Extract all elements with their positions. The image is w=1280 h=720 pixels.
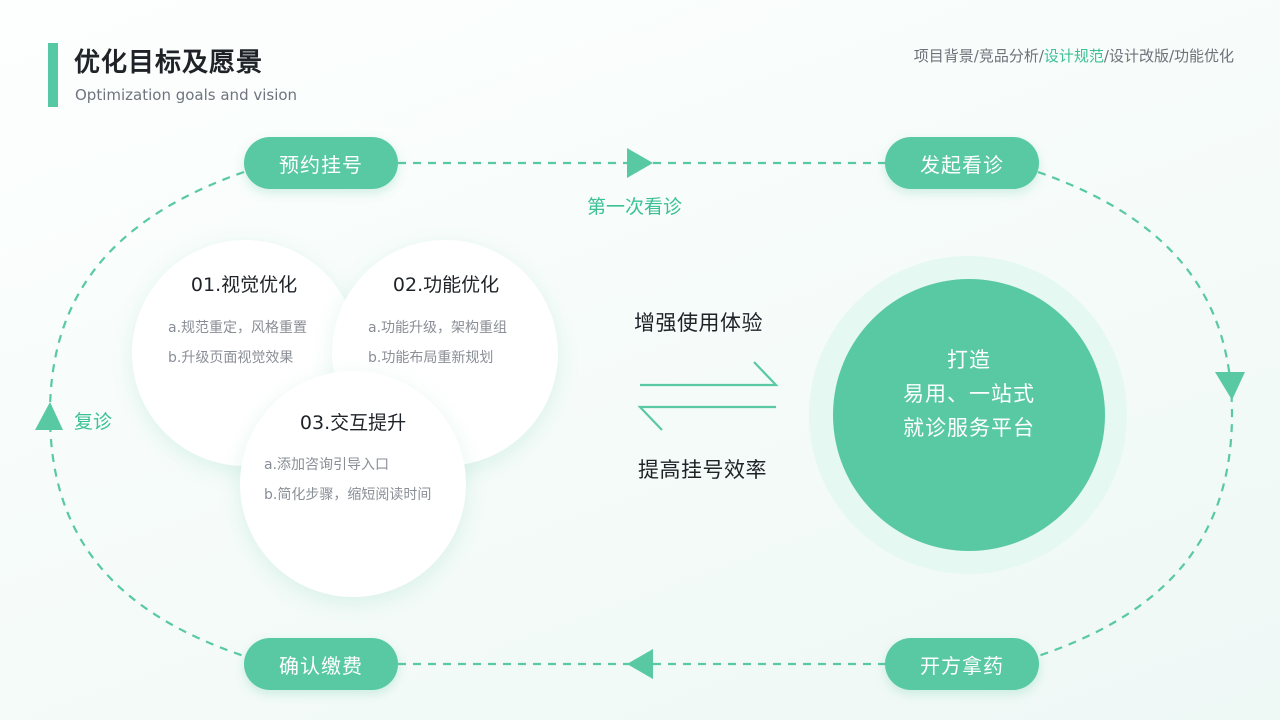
step-consult-pill[interactable]: 发起看诊	[885, 137, 1039, 189]
circle-item: b.功能布局重新规划	[368, 350, 494, 366]
step-prescribe-pill[interactable]: 开方拿药	[885, 638, 1039, 690]
improve-efficiency-text: 提高挂号效率	[638, 458, 767, 482]
breadcrumb-next: /设计改版/功能优化	[1103, 47, 1234, 65]
vision-circle: 打造 易用、一站式 就诊服务平台	[833, 279, 1105, 551]
step-book-pill[interactable]: 预约挂号	[244, 137, 398, 189]
first-visit-label: 第一次看诊	[587, 196, 683, 218]
vision-line-1: 打造	[947, 348, 991, 372]
exchange-arrow-right	[640, 361, 779, 387]
arrow-left-icon	[627, 649, 653, 679]
page-title: 优化目标及愿景	[74, 48, 264, 78]
title-accent-bar	[48, 43, 58, 107]
breadcrumb: 项目背景/竞品分析/设计规范/设计改版/功能优化	[914, 45, 1234, 66]
loop-right-arc	[1037, 170, 1234, 658]
circle-item: b.升级页面视觉效果	[168, 350, 294, 366]
step-pay-pill[interactable]: 确认缴费	[244, 638, 398, 690]
circle-title: 02.功能优化	[392, 274, 500, 296]
breadcrumb-active: 设计规范	[1043, 47, 1104, 65]
vision-line-2: 易用、一站式	[903, 382, 1035, 406]
circle-item: a.添加咨询引导入口	[264, 457, 390, 473]
circle-item: a.规范重定，风格重置	[168, 320, 308, 336]
circle-visual-optimization: 01.视觉优化 a.规范重定，风格重置 b.升级页面视觉效果	[132, 240, 358, 466]
circle-title: 01.视觉优化	[190, 274, 298, 296]
revisit-label: 复诊	[74, 411, 113, 433]
exchange-arrow-left	[637, 405, 776, 431]
enhance-experience-text: 增强使用体验	[634, 311, 763, 335]
arrow-up-icon	[35, 402, 63, 430]
circle-item: a.功能升级，架构重组	[368, 320, 508, 336]
circle-item: b.简化步骤，缩短阅读时间	[264, 487, 432, 503]
breadcrumb-prev: 项目背景/竞品分析/	[913, 47, 1044, 65]
page-subtitle: Optimization goals and vision	[75, 86, 298, 104]
circle-title: 03.交互提升	[299, 412, 407, 434]
arrow-right-icon	[627, 148, 653, 178]
circle-interaction-improvement: 03.交互提升 a.添加咨询引导入口 b.简化步骤，缩短阅读时间	[240, 371, 466, 597]
vision-line-3: 就诊服务平台	[903, 416, 1035, 440]
arrow-down-icon	[1215, 372, 1245, 400]
